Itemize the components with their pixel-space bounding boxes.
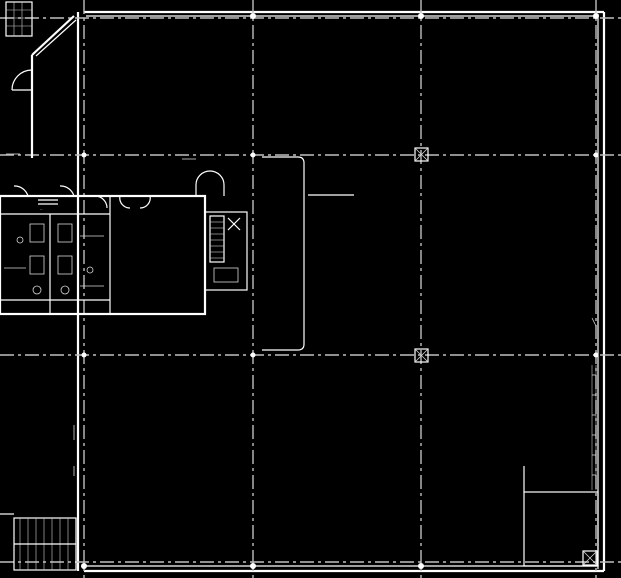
column-c3-r2 — [414, 147, 429, 162]
column-c3-r3 — [414, 348, 429, 363]
column-marker — [593, 352, 599, 358]
column-marker — [81, 352, 87, 358]
column-c4-r4 — [582, 550, 598, 566]
bottom-right-room — [523, 365, 599, 567]
top-left-stair — [5, 1, 77, 158]
structural-columns — [81, 13, 599, 569]
column-marker — [418, 563, 424, 569]
misc-marks — [6, 153, 597, 476]
column-marker — [250, 352, 256, 358]
column-marker — [81, 152, 87, 158]
open-office-outline — [182, 156, 354, 351]
column-marker — [418, 13, 424, 19]
svg-text:‥: ‥ — [40, 206, 43, 211]
bottom-left-stair — [0, 513, 77, 571]
service-core: ‥ — [0, 185, 207, 316]
exterior-walls — [76, 10, 606, 573]
column-marker — [250, 13, 256, 19]
column-marker — [250, 152, 256, 158]
column-marker — [81, 563, 87, 569]
column-marker — [593, 13, 599, 19]
column-marker — [250, 563, 256, 569]
lift-core — [195, 170, 248, 291]
column-marker — [593, 152, 599, 158]
